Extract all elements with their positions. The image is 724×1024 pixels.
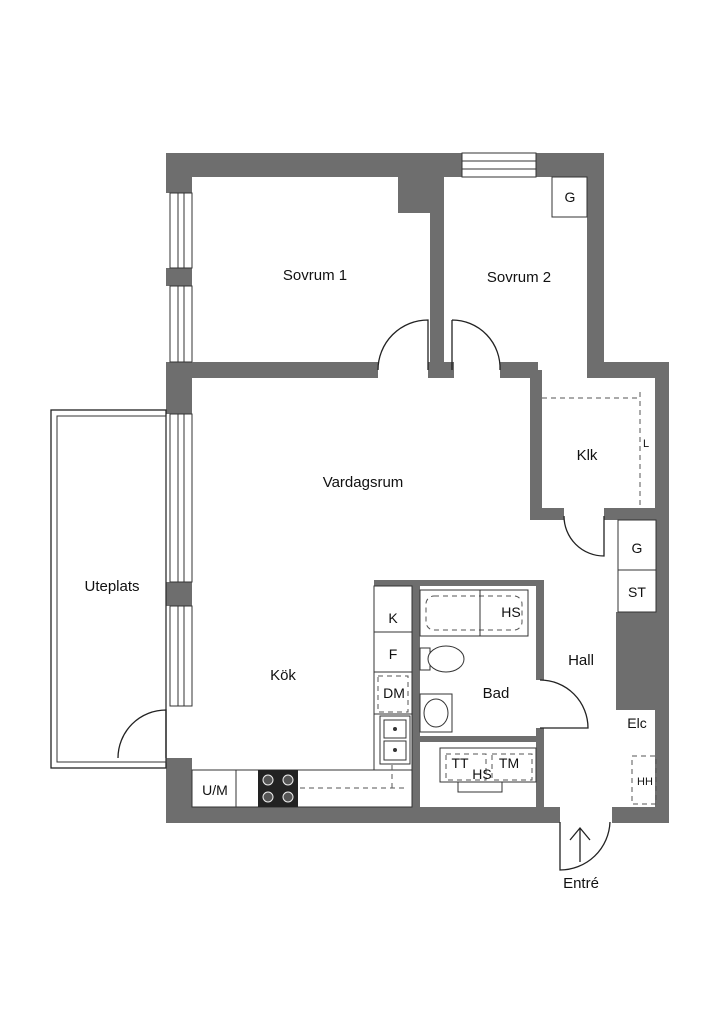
toilet xyxy=(419,645,465,673)
fixture-label-k: K xyxy=(388,610,398,626)
fixture-label-f: F xyxy=(389,646,398,662)
fixture-label-g-top: G xyxy=(565,189,576,205)
fixture-label-hs-bath: HS xyxy=(501,604,520,620)
room-label-kok: Kök xyxy=(270,667,296,684)
interior-walls xyxy=(192,177,659,822)
washbasin xyxy=(419,693,453,733)
fixture-label-l: L xyxy=(643,438,649,450)
fixture-label-dm: DM xyxy=(383,685,405,701)
laundry-machines xyxy=(439,747,537,793)
room-label-klk: Klk xyxy=(577,447,598,464)
fixture-label-st: ST xyxy=(628,584,646,600)
room-label-vardagsrum: Vardagsrum xyxy=(323,474,404,491)
closet-shelves xyxy=(542,392,641,506)
bathtub-shower xyxy=(419,589,529,637)
g-box-top xyxy=(551,176,588,218)
room-label-uteplats: Uteplats xyxy=(84,578,139,595)
kitchen-sink xyxy=(379,715,411,765)
room-label-hall: Hall xyxy=(568,652,594,669)
doors xyxy=(117,319,611,871)
room-label-bad: Bad xyxy=(483,685,510,702)
fixture-label-g-hall: G xyxy=(632,540,643,556)
fixture-label-tm: TM xyxy=(499,755,519,771)
hall-cabinets xyxy=(617,519,657,805)
left-windows xyxy=(169,192,193,707)
room-label-sovrum1: Sovrum 1 xyxy=(283,267,347,284)
exterior-walls xyxy=(166,152,669,823)
kitchen-counter xyxy=(191,585,413,808)
fixture-label-hh: HH xyxy=(637,776,653,788)
fixture-label-hs-laundry: HS xyxy=(472,766,491,782)
fixture-label-elc: Elc xyxy=(627,715,646,731)
stove xyxy=(258,770,298,807)
terrace xyxy=(50,409,167,769)
room-label-entre: Entré xyxy=(563,875,599,892)
room-label-sovrum2: Sovrum 2 xyxy=(487,269,551,286)
fixture-label-tt: TT xyxy=(451,755,469,771)
fixture-label-um: U/M xyxy=(202,782,228,798)
